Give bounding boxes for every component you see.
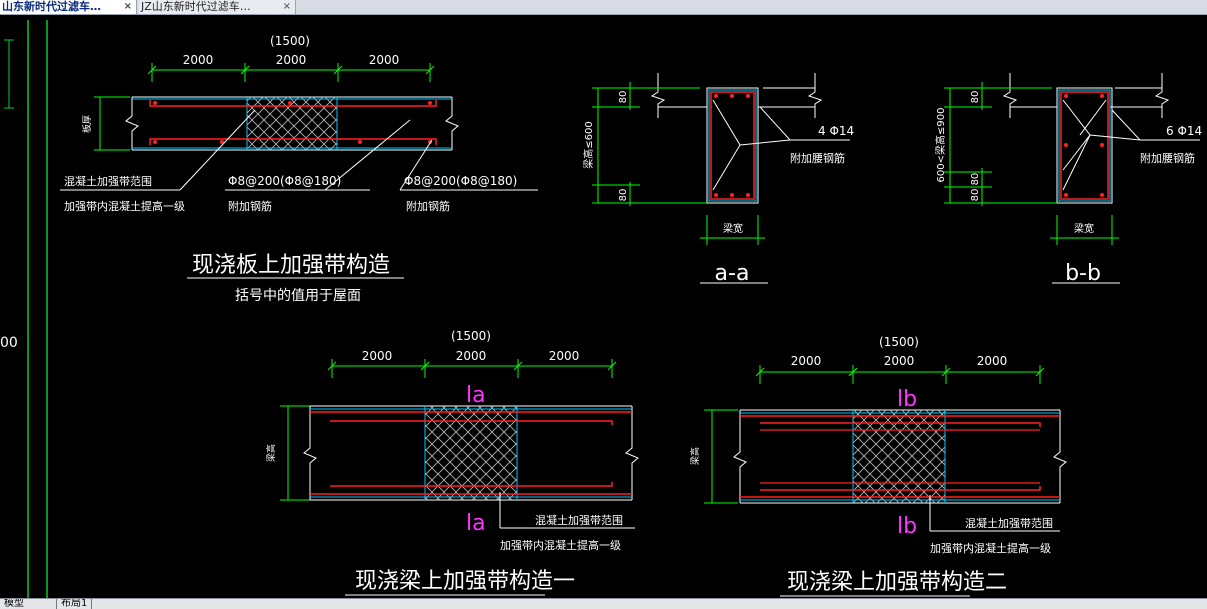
- slab-dim-1: 2000: [183, 53, 214, 67]
- tab-drawing-1-label: 山东新时代过滤车…: [2, 0, 101, 13]
- tab-drawing-2[interactable]: JZ山东新时代过滤车… ×: [139, 0, 296, 14]
- close-icon[interactable]: ×: [282, 1, 291, 12]
- layout-tab-bar: 模型 布局1: [0, 598, 1207, 609]
- beam1-side-label: 梁高: [265, 444, 277, 462]
- section-a-rebar: 4 Φ14: [818, 124, 854, 138]
- beam1-title: 现浇梁上加强带构造一: [355, 569, 575, 594]
- section-b-width: 梁宽: [1074, 222, 1094, 235]
- section-b-dim-top: 80: [970, 91, 981, 104]
- section-a-width: 梁宽: [723, 222, 743, 235]
- beam2-note-grade: 加强带内混凝土提高一级: [930, 541, 1051, 555]
- beam1-dim-3: 2000: [549, 349, 580, 363]
- left-edge-label: 00: [0, 335, 18, 351]
- beam1-note-range: 混凝土加强带范围: [535, 513, 623, 527]
- beam2-cut-bottom: lb: [897, 514, 917, 539]
- section-b-dim-bottom: 80 80: [970, 173, 981, 202]
- tab-model[interactable]: 模型: [4, 599, 24, 609]
- beam1-note-grade: 加强带内混凝土提高一级: [500, 538, 621, 552]
- cad-drawing-canvas[interactable]: 00: [0, 15, 1207, 598]
- section-b-title: b-b: [1065, 261, 1101, 286]
- document-tab-bar: 山东新时代过滤车… × JZ山东新时代过滤车… ×: [0, 0, 1207, 15]
- slab-dim-2: 2000: [276, 53, 307, 67]
- tab-layout1[interactable]: 布局1: [56, 599, 93, 609]
- beam2-note-range: 混凝土加强带范围: [965, 516, 1053, 530]
- beam2-dim-3: 2000: [977, 354, 1008, 368]
- slab-dim-3: 2000: [369, 53, 400, 67]
- slab-note-range: 混凝土加强带范围: [64, 174, 152, 188]
- beam-strip-drawing-2: [704, 365, 1067, 597]
- tab-drawing-2-label: JZ山东新时代过滤车…: [141, 0, 251, 13]
- section-a-drawing: [592, 73, 850, 284]
- section-a-rebar-note: 附加腰钢筋: [790, 151, 845, 165]
- section-a-dim-bottom: 80: [618, 189, 629, 202]
- slab-rebar-note-2: 附加钢筋: [406, 199, 450, 213]
- slab-strip-drawing: [60, 63, 538, 279]
- slab-rebar-note-1: 附加钢筋: [228, 199, 272, 213]
- tab-drawing-1[interactable]: 山东新时代过滤车… ×: [0, 0, 137, 14]
- beam2-cut-top: lb: [897, 387, 917, 412]
- slab-title: 现浇板上加强带构造: [192, 253, 390, 278]
- slab-side-label: 板厚: [81, 115, 93, 133]
- beam2-dim-2: 2000: [884, 354, 915, 368]
- beam1-dim-paren: (1500): [451, 329, 491, 343]
- section-b-dim-height: 600<梁高≤900: [934, 108, 947, 183]
- beam1-dim-1: 2000: [362, 349, 393, 363]
- beam2-side-label: 梁高: [689, 447, 701, 465]
- beam2-dim-1: 2000: [791, 354, 822, 368]
- slab-note-grade: 加强带内混凝土提高一级: [64, 199, 185, 213]
- section-a-dim-top: 80: [618, 91, 629, 104]
- close-icon[interactable]: ×: [123, 1, 132, 12]
- beam1-cut-bottom: la: [466, 511, 486, 536]
- slab-subtitle: 括号中的值用于屋面: [235, 288, 361, 304]
- left-edge-geometry: [4, 20, 48, 598]
- section-b-drawing: [944, 73, 1200, 284]
- section-b-rebar: 6 Φ14: [1166, 124, 1202, 138]
- beam-strip-drawing-1: [280, 359, 639, 596]
- beam2-title: 现浇梁上加强带构造二: [787, 570, 1007, 595]
- section-a-dim-height: 梁高≤600: [582, 121, 595, 168]
- beam1-cut-top: la: [466, 383, 486, 408]
- section-a-title: a-a: [715, 261, 750, 286]
- slab-rebar-spec-2: Φ8@200(Φ8@180): [404, 174, 517, 188]
- beam1-dim-2: 2000: [456, 349, 487, 363]
- slab-rebar-spec-1: Φ8@200(Φ8@180): [228, 174, 341, 188]
- section-b-rebar-note: 附加腰钢筋: [1140, 151, 1195, 165]
- beam2-dim-paren: (1500): [879, 335, 919, 349]
- slab-dim-paren: (1500): [270, 34, 310, 48]
